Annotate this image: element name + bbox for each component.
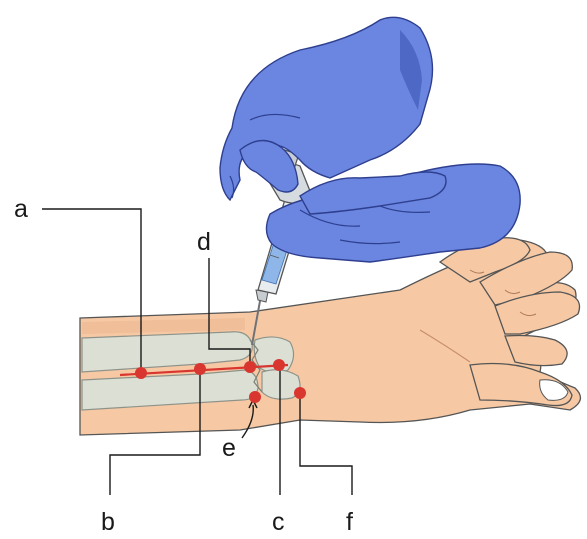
marker-d [244,361,256,373]
label-c: c [272,508,285,536]
marker-f [294,387,306,399]
label-a: a [14,195,28,223]
label-e: e [222,434,236,462]
marker-a [135,367,147,379]
label-b: b [101,508,115,536]
marker-b [194,363,206,375]
label-d: d [197,228,211,256]
label-f: f [346,508,353,536]
marker-e [249,391,261,403]
marker-c [273,359,285,371]
glove-hand-icon [220,17,520,262]
